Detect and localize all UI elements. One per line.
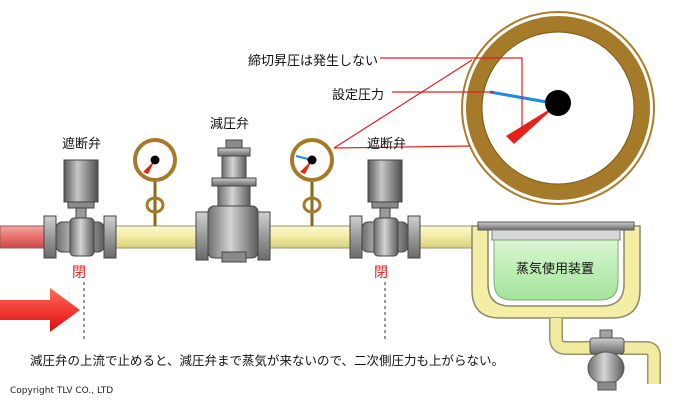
equipment-fill [493, 239, 619, 301]
label-closed-right: 閉 [374, 265, 388, 281]
label-pressure-reducing-valve: 減圧弁 [210, 117, 250, 132]
pressure-gauge-downstream [290, 138, 334, 226]
magnified-gauge [461, 11, 655, 205]
steam-trap [587, 329, 625, 391]
pressure-reducing-valve [195, 139, 271, 263]
label-set-pressure: 設定圧力 [332, 88, 385, 103]
label-closed-left: 閉 [72, 265, 86, 281]
drain-line [549, 318, 661, 391]
label-shutoff-valve-left: 遮断弁 [62, 137, 102, 152]
flow-arrow [0, 288, 80, 332]
label-shutoff-valve-right: 遮断弁 [367, 137, 407, 152]
callout-lines [333, 57, 523, 149]
shutoff-valve-left [43, 159, 117, 259]
copyright: Copyright TLV CO., LTD [10, 386, 114, 396]
label-steam-equipment: 蒸気使用装置 [516, 262, 595, 277]
shutoff-valve-right [349, 159, 421, 259]
pressure-gauge-upstream [133, 138, 177, 226]
steam-equipment [471, 221, 641, 319]
label-no-lockup-pressure: 締切昇圧は発生しない [248, 54, 379, 69]
pressure-needle [506, 104, 558, 144]
caption: 減圧弁の上流で止めると、減圧弁まで蒸気が来ないので、二次側圧力も上がらない。 [30, 353, 505, 368]
